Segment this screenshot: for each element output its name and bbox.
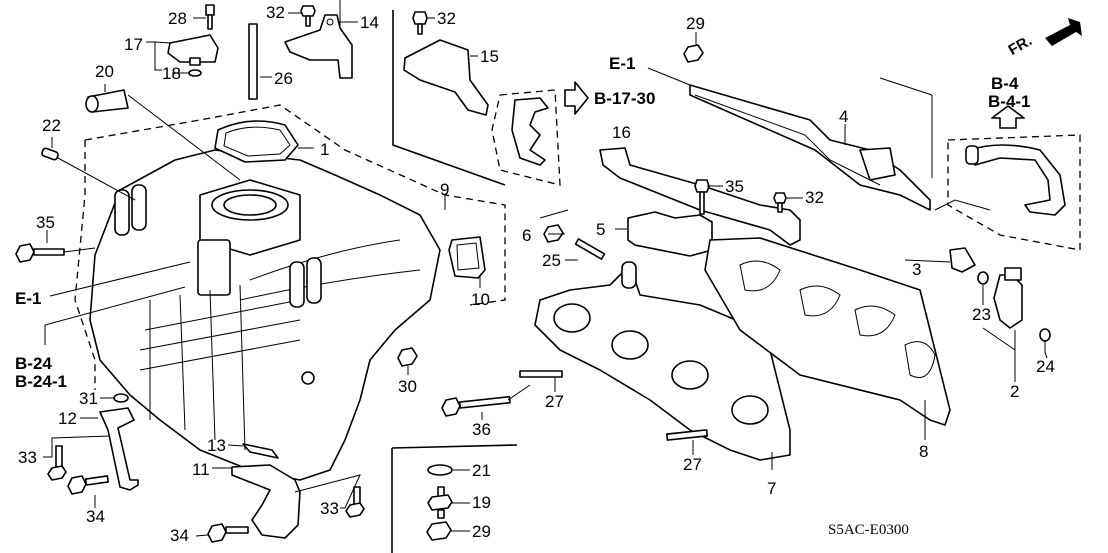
o-ring-23 [977,271,989,285]
part-label: 21 [472,461,491,480]
part-label: 18 [162,64,181,83]
part-label: 13 [207,436,226,455]
hollow-arrow-right [564,81,589,115]
part-label: 34 [86,507,105,526]
part-label: 33 [320,499,339,518]
part-label: 33 [18,448,37,467]
clip-3 [949,247,976,273]
nut-29-top [683,44,704,63]
reference-b24: B-24 [15,354,52,373]
nut-30 [397,347,418,367]
lower-manifold [534,261,791,461]
part-label: 32 [437,9,456,28]
part-label: 28 [168,9,187,28]
part-label: 26 [274,69,293,88]
insulator-5 [627,211,713,257]
reference-b24-1: B-24-1 [15,372,67,391]
clip-b17-30 [511,97,549,166]
part-label: 30 [398,377,417,396]
part-label: 25 [542,251,561,270]
part-label: 11 [192,460,210,479]
part-label: 29 [686,14,705,33]
part-label: 35 [725,177,744,196]
filter-20 [85,89,129,113]
bolt-33-left [47,445,67,481]
part-label: 14 [360,13,379,32]
nut-29-bottom [426,521,452,541]
reference-b4: B-4 [991,74,1019,93]
part-label: 6 [522,226,532,245]
part-label: 32 [805,188,824,207]
reference-e1-top: E-1 [609,54,636,73]
part-label: 17 [124,35,143,54]
bolt-19 [427,486,453,519]
bolt-35-right [694,179,710,215]
bolt-32-mid [412,11,428,35]
bolt-32-right [773,192,787,213]
bracket-14 [284,14,353,79]
part-label: 15 [480,47,499,66]
bolt-35-left [15,243,65,263]
washer-31 [113,393,129,403]
part-label: 2 [1010,382,1020,401]
part-label: 24 [1036,357,1055,376]
bolt-32-top [300,5,316,27]
bolt-33-right [345,486,365,518]
bolt-34-left [67,475,110,495]
part-label: 20 [95,62,114,81]
fuel-rail [689,84,931,211]
map-sensor [167,34,219,77]
washer-21 [427,464,453,476]
hollow-arrow-up [991,105,1025,129]
bolt-36 [441,395,511,417]
stud-27-upper [519,370,563,378]
bolt-34-right [207,523,249,543]
part-label: 12 [58,409,77,428]
guide-lines [74,0,1081,553]
front-arrow [1045,18,1082,46]
part-label: 10 [471,290,490,309]
part-label: 34 [170,526,189,545]
intake-manifold [89,149,441,481]
throttle-gasket [214,120,299,163]
reference-b17-30: B-17-30 [594,89,656,108]
part-label: 19 [472,493,491,512]
bracket-15 [403,39,489,116]
part-label: 3 [912,260,922,279]
bracket-11 [231,464,301,539]
part-label: 7 [767,479,777,498]
part-label: 35 [36,213,55,232]
bracket-12 [99,407,139,491]
reference-e1-left: E-1 [15,289,42,308]
part-label: 22 [42,116,61,135]
part-label: 27 [683,455,702,474]
injector-2 [993,267,1023,329]
o-ring-24 [1039,328,1051,342]
manifold-gasket [704,237,951,426]
diagram-code: S5AC-E0300 [828,522,909,538]
part-label: 27 [545,392,564,411]
egr-gasket [448,236,486,279]
part-label: 36 [472,420,491,439]
part-label: 23 [972,305,991,324]
stud-27-lower [665,429,709,441]
part-label: 16 [612,123,631,142]
part-label: 1 [320,140,330,159]
plug-22 [41,147,59,161]
stud-25 [574,238,606,260]
part-label: 32 [266,3,285,22]
part-label: 29 [472,522,491,541]
part-label: 9 [440,180,450,199]
leader-lines [43,12,1048,537]
bolt-28 [205,4,215,30]
stud-26 [248,23,258,100]
reference-b4-1: B-4-1 [988,92,1031,111]
fuel-hose [965,144,1066,216]
part-label: 8 [919,442,929,461]
part-label: 4 [839,107,849,126]
plate-13 [242,443,279,459]
part-label: 5 [596,220,606,239]
part-label: 31 [79,389,98,408]
